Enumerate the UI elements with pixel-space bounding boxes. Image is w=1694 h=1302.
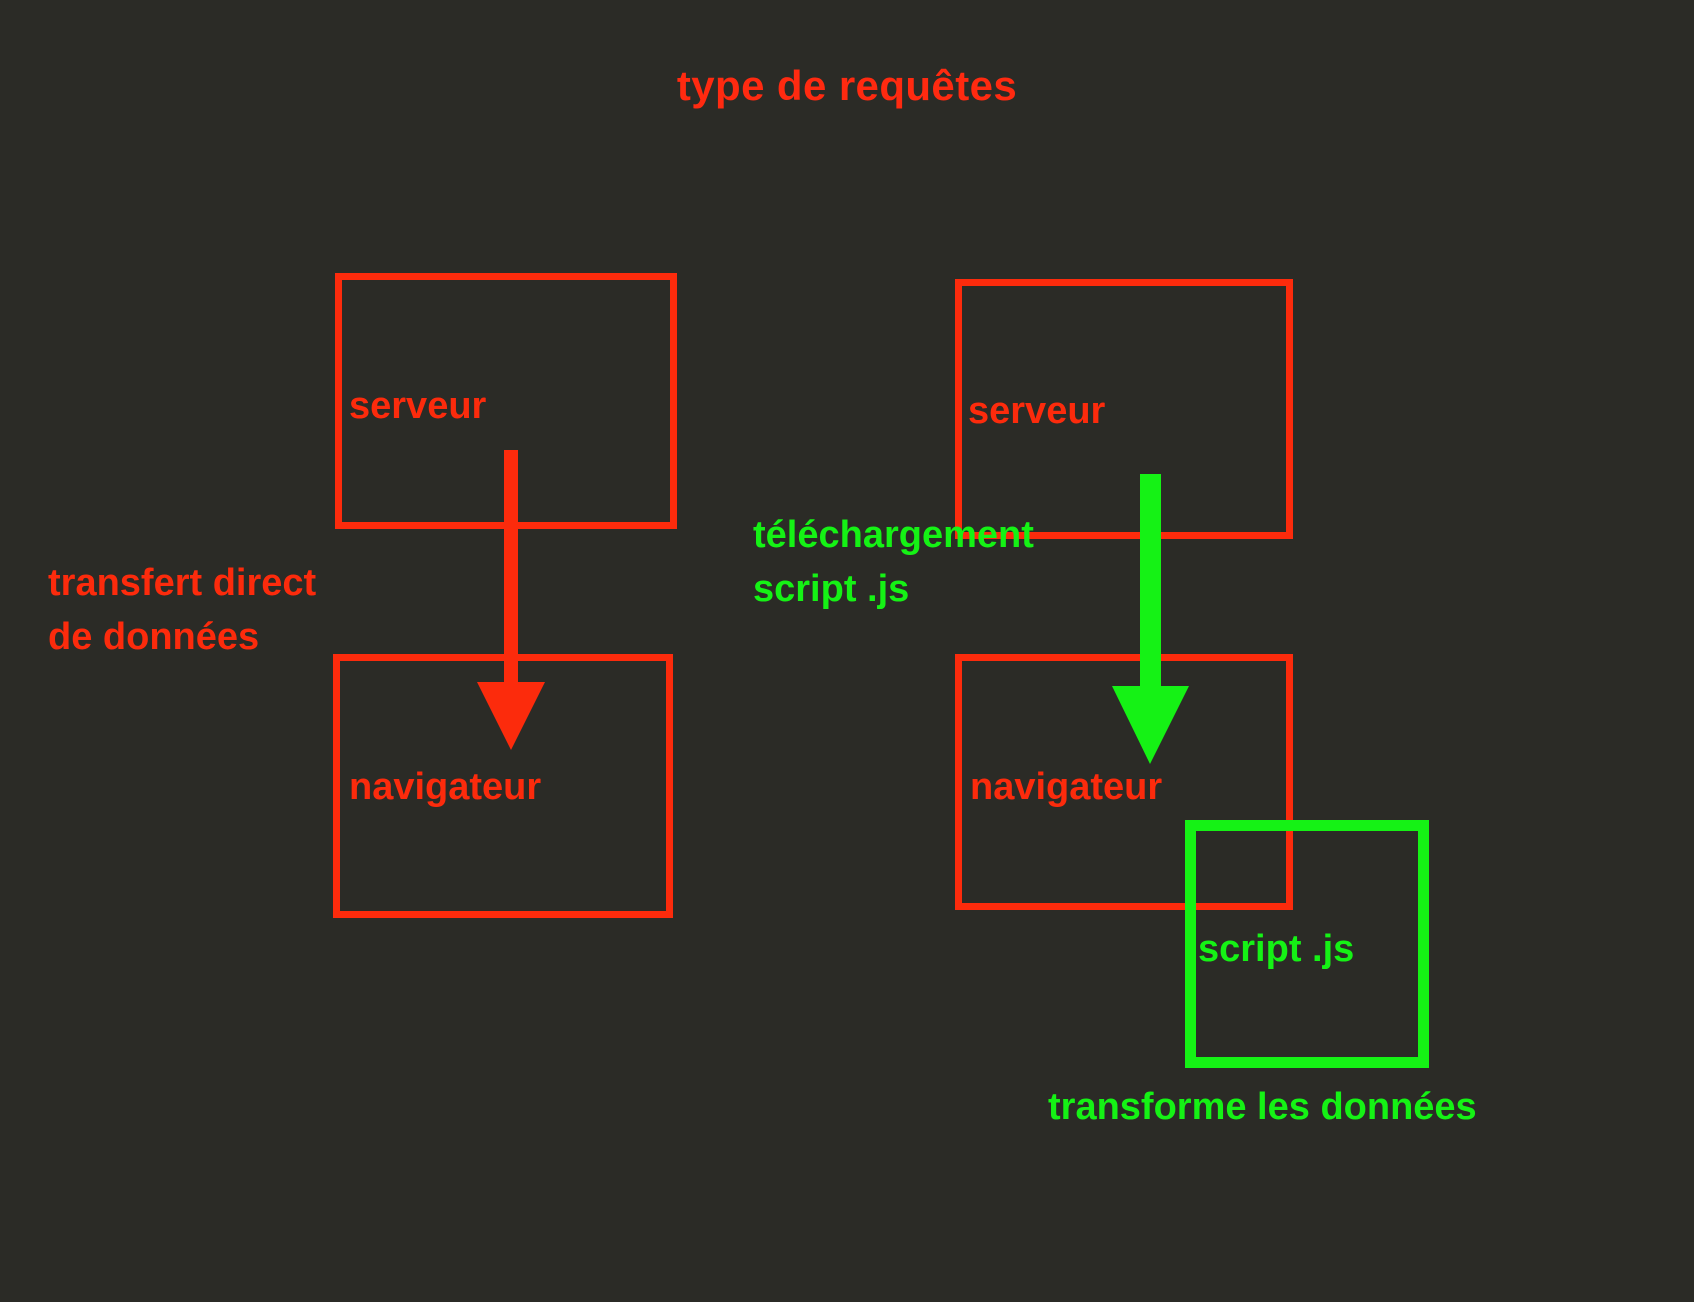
browser-box-right [955, 654, 1293, 910]
server-box-right-label: serveur [968, 390, 1106, 432]
note-telechargement-line1: téléchargement [753, 514, 1034, 556]
server-box-left-label: serveur [349, 385, 487, 427]
down-arrow-green [1112, 474, 1189, 764]
note-transfert-direct-line1: transfert direct [48, 562, 317, 604]
browser-box-right-label: navigateur [970, 766, 1163, 808]
note-telechargement: téléchargement script .js [753, 508, 1034, 616]
script-box-right [1185, 820, 1429, 1068]
note-telechargement-line2: script .js [753, 568, 910, 610]
note-transfert-direct: transfert direct de données [48, 556, 316, 664]
script-box-right-label: script .js [1198, 928, 1355, 970]
page-title: type de requêtes [676, 62, 1018, 109]
note-transforme-les-donnees: transforme les données [1048, 1086, 1477, 1128]
down-arrow-red [477, 450, 545, 750]
browser-box-left [333, 654, 673, 918]
note-transfert-direct-line2: de données [48, 616, 260, 658]
browser-box-left-label: navigateur [349, 766, 542, 808]
server-box-right [955, 279, 1293, 539]
